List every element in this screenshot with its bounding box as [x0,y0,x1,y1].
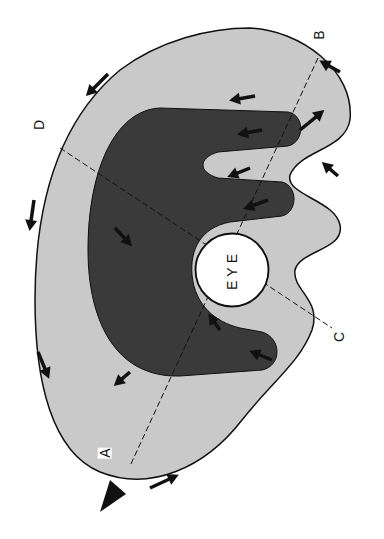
movement-arrow [38,352,50,379]
arrow-shaft [252,200,268,206]
section-arrowhead [100,480,126,512]
arrow-shaft [38,352,46,370]
movement-arrow [25,200,37,231]
arrow-shaft [258,354,272,360]
arrow-shaft [115,228,126,240]
movement-arrow [150,474,179,488]
arrow-head [208,314,219,326]
section-letter: C [332,331,346,343]
arrow-head [39,366,50,378]
arrow-head [237,127,249,139]
arrow-shaft [150,479,171,488]
arrow-head [114,374,126,386]
section-line [130,58,318,466]
arrow-head [166,474,179,485]
section-line [60,148,332,328]
movement-arrow [114,372,130,386]
arrow-head [120,234,132,246]
movement-arrow [243,200,268,211]
arrow-head [25,219,37,231]
movement-arrow [249,349,272,360]
movement-arrow [319,61,340,72]
movement-arrow [300,110,324,130]
eye-shape [196,234,269,307]
movement-arrow [229,93,255,105]
arrow-head [249,349,261,360]
arrow-shaft [92,74,108,90]
movement-arrow [208,314,220,330]
arrow-shaft [246,130,262,133]
arrow-shaft [238,96,255,99]
movement-arrow [86,74,108,96]
movement-arrow [227,167,250,178]
eye-circle: EYE [194,232,270,308]
movement-arrow [115,228,132,246]
section-letter: B [312,30,326,41]
arrow-head [312,110,324,122]
arrow-shaft [300,116,317,130]
movement-arrow [322,162,338,176]
arrow-head [322,162,334,174]
node-label: EYE [224,250,240,290]
arrow-shaft [327,65,340,72]
arrow-head [319,61,332,72]
arrow-head [243,200,255,211]
arrow-shaft [236,168,250,174]
arrow-head [227,167,239,178]
section-letter: D [32,119,46,131]
arrow-head [86,84,98,96]
section-letter: A [98,448,112,459]
inner-tissue [88,108,301,376]
movement-arrow [237,127,262,139]
arrow-head [229,93,241,105]
outer-tissue [35,28,350,479]
arrow-shaft [31,200,34,222]
